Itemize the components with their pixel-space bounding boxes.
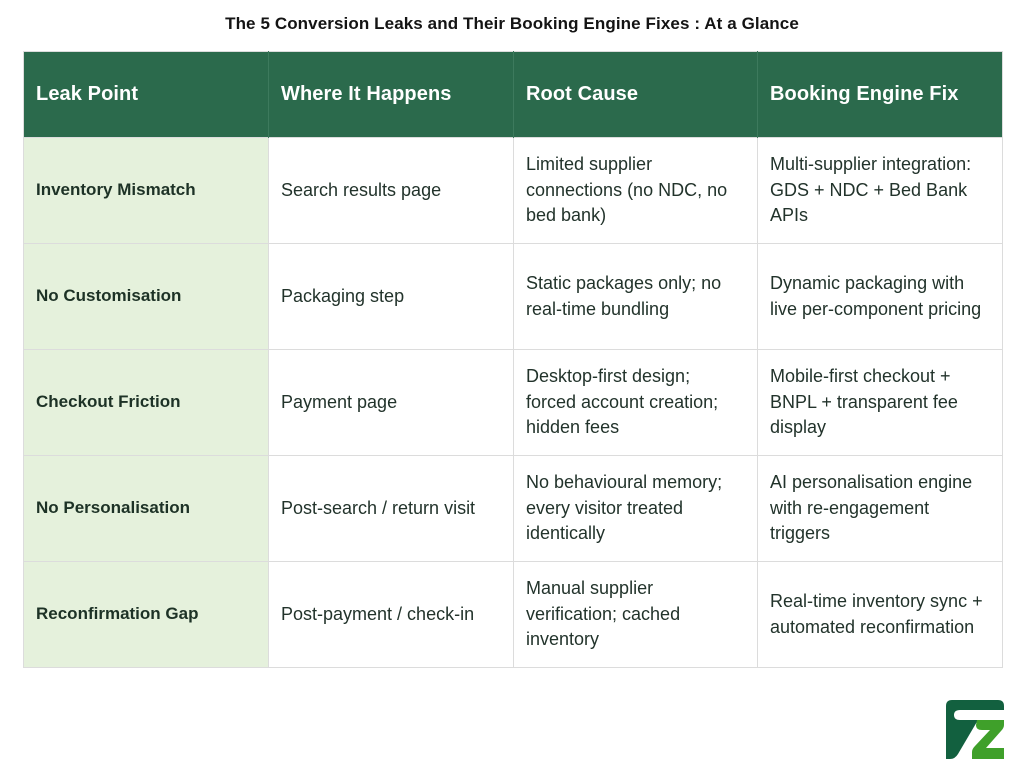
cell-booking-engine-fix: Dynamic packaging with live per-componen…	[757, 243, 1003, 350]
column-header-where-it-happens: Where It Happens	[268, 51, 514, 138]
table-row: Inventory Mismatch Search results page L…	[23, 137, 1003, 244]
cell-booking-engine-fix: Real-time inventory sync + automated rec…	[757, 561, 1003, 668]
cell-booking-engine-fix: AI personalisation engine with re-engage…	[757, 455, 1003, 562]
cell-root-cause: Manual supplier verification; cached inv…	[513, 561, 758, 668]
table-header-row: Leak Point Where It Happens Root Cause B…	[23, 51, 1003, 138]
table-row: Checkout Friction Payment page Desktop-f…	[23, 349, 1003, 456]
cell-where-it-happens: Post-search / return visit	[268, 455, 514, 562]
column-header-root-cause: Root Cause	[513, 51, 758, 138]
cell-leak-point: Reconfirmation Gap	[23, 561, 269, 668]
cell-leak-point: Inventory Mismatch	[23, 137, 269, 244]
cell-leak-point: Checkout Friction	[23, 349, 269, 456]
table-row: No Personalisation Post-search / return …	[23, 455, 1003, 562]
logo-mark-icon	[946, 700, 1004, 759]
cell-root-cause: Desktop-first design; forced account cre…	[513, 349, 758, 456]
cell-root-cause: Limited supplier connections (no NDC, no…	[513, 137, 758, 244]
table-row: Reconfirmation Gap Post-payment / check-…	[23, 561, 1003, 668]
cell-leak-point: No Customisation	[23, 243, 269, 350]
cell-booking-engine-fix: Multi-supplier integration: GDS + NDC + …	[757, 137, 1003, 244]
table-row: No Customisation Packaging step Static p…	[23, 243, 1003, 350]
cell-where-it-happens: Packaging step	[268, 243, 514, 350]
cell-where-it-happens: Payment page	[268, 349, 514, 456]
page-title: The 5 Conversion Leaks and Their Booking…	[225, 14, 799, 33]
cell-where-it-happens: Search results page	[268, 137, 514, 244]
cell-leak-point: No Personalisation	[23, 455, 269, 562]
conversion-leaks-table: Leak Point Where It Happens Root Cause B…	[23, 51, 1003, 668]
cell-root-cause: Static packages only; no real-time bundl…	[513, 243, 758, 350]
column-header-booking-engine-fix: Booking Engine Fix	[757, 51, 1003, 138]
table-header: Leak Point Where It Happens Root Cause B…	[23, 51, 1003, 138]
cell-root-cause: No behavioural memory; every visitor tre…	[513, 455, 758, 562]
cell-booking-engine-fix: Mobile-first checkout + BNPL + transpare…	[757, 349, 1003, 456]
cell-where-it-happens: Post-payment / check-in	[268, 561, 514, 668]
table-container: Leak Point Where It Happens Root Cause B…	[23, 51, 1003, 668]
column-header-leak-point: Leak Point	[23, 51, 269, 138]
table-body: Inventory Mismatch Search results page L…	[23, 137, 1003, 668]
company-logo	[938, 698, 1006, 760]
